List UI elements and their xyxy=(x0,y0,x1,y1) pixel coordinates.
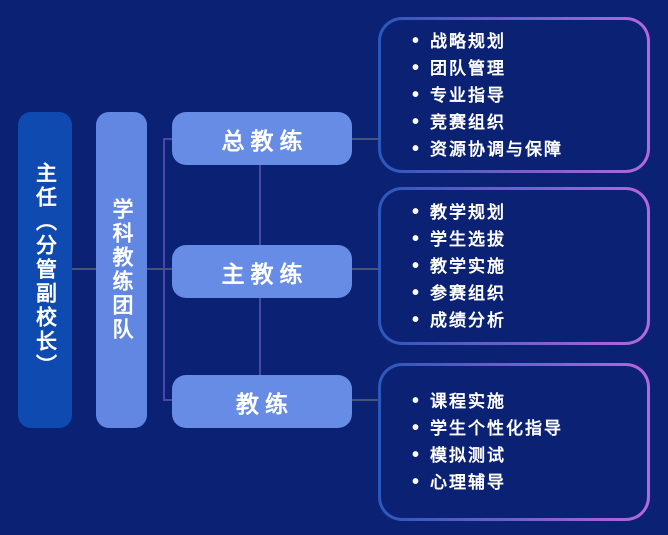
duty-item: 模拟测试 xyxy=(412,442,637,469)
connector-head-coach xyxy=(259,298,261,375)
duties-head-coach: 教学规划学生选拔教学实施参赛组织成绩分析 xyxy=(378,187,650,345)
duty-item: 教学实施 xyxy=(412,253,637,280)
connector-director-team xyxy=(72,268,96,270)
node-team: 学科教练团队 xyxy=(96,112,147,428)
connector-chief-duties xyxy=(352,138,378,140)
duty-item: 教学规划 xyxy=(412,199,637,226)
node-director-label: 主任（分管副校长） xyxy=(33,162,57,378)
connector-head-duties xyxy=(352,268,378,270)
node-head-coach-label: 主教练 xyxy=(221,260,309,287)
duty-item: 学生个性化指导 xyxy=(412,415,637,442)
duties-chief-coach: 战略规划团队管理专业指导竞赛组织资源协调与保障 xyxy=(378,17,650,173)
duty-list-coach: 课程实施学生个性化指导模拟测试心理辅导 xyxy=(381,388,647,496)
node-head-coach: 主教练 xyxy=(172,245,352,298)
duty-item: 学生选拔 xyxy=(412,226,637,253)
duty-list-head: 教学规划学生选拔教学实施参赛组织成绩分析 xyxy=(381,199,647,334)
connector-spine-chief xyxy=(165,138,172,140)
duties-coach: 课程实施学生个性化指导模拟测试心理辅导 xyxy=(378,363,650,521)
node-director: 主任（分管副校长） xyxy=(18,112,72,428)
duty-item: 战略规划 xyxy=(412,28,637,55)
duty-item: 专业指导 xyxy=(412,82,637,109)
duty-item: 资源协调与保障 xyxy=(412,136,637,163)
connector-chief-head xyxy=(259,165,261,245)
node-chief-coach-label: 总教练 xyxy=(221,127,309,154)
duty-list-chief: 战略规划团队管理专业指导竞赛组织资源协调与保障 xyxy=(381,28,647,163)
connector-team-head xyxy=(147,268,172,270)
duty-item: 参赛组织 xyxy=(412,280,637,307)
node-team-label: 学科教练团队 xyxy=(110,198,133,342)
duty-item: 成绩分析 xyxy=(412,307,637,334)
connector-coach-duties xyxy=(352,399,378,401)
duty-item: 课程实施 xyxy=(412,388,637,415)
node-coach-label: 教练 xyxy=(236,390,294,417)
node-chief-coach: 总教练 xyxy=(172,112,352,165)
duty-item: 心理辅导 xyxy=(412,469,637,496)
duty-item: 团队管理 xyxy=(412,55,637,82)
connector-spine xyxy=(163,138,165,401)
connector-spine-coach xyxy=(165,399,172,401)
node-coach: 教练 xyxy=(172,375,352,428)
duty-item: 竞赛组织 xyxy=(412,109,637,136)
